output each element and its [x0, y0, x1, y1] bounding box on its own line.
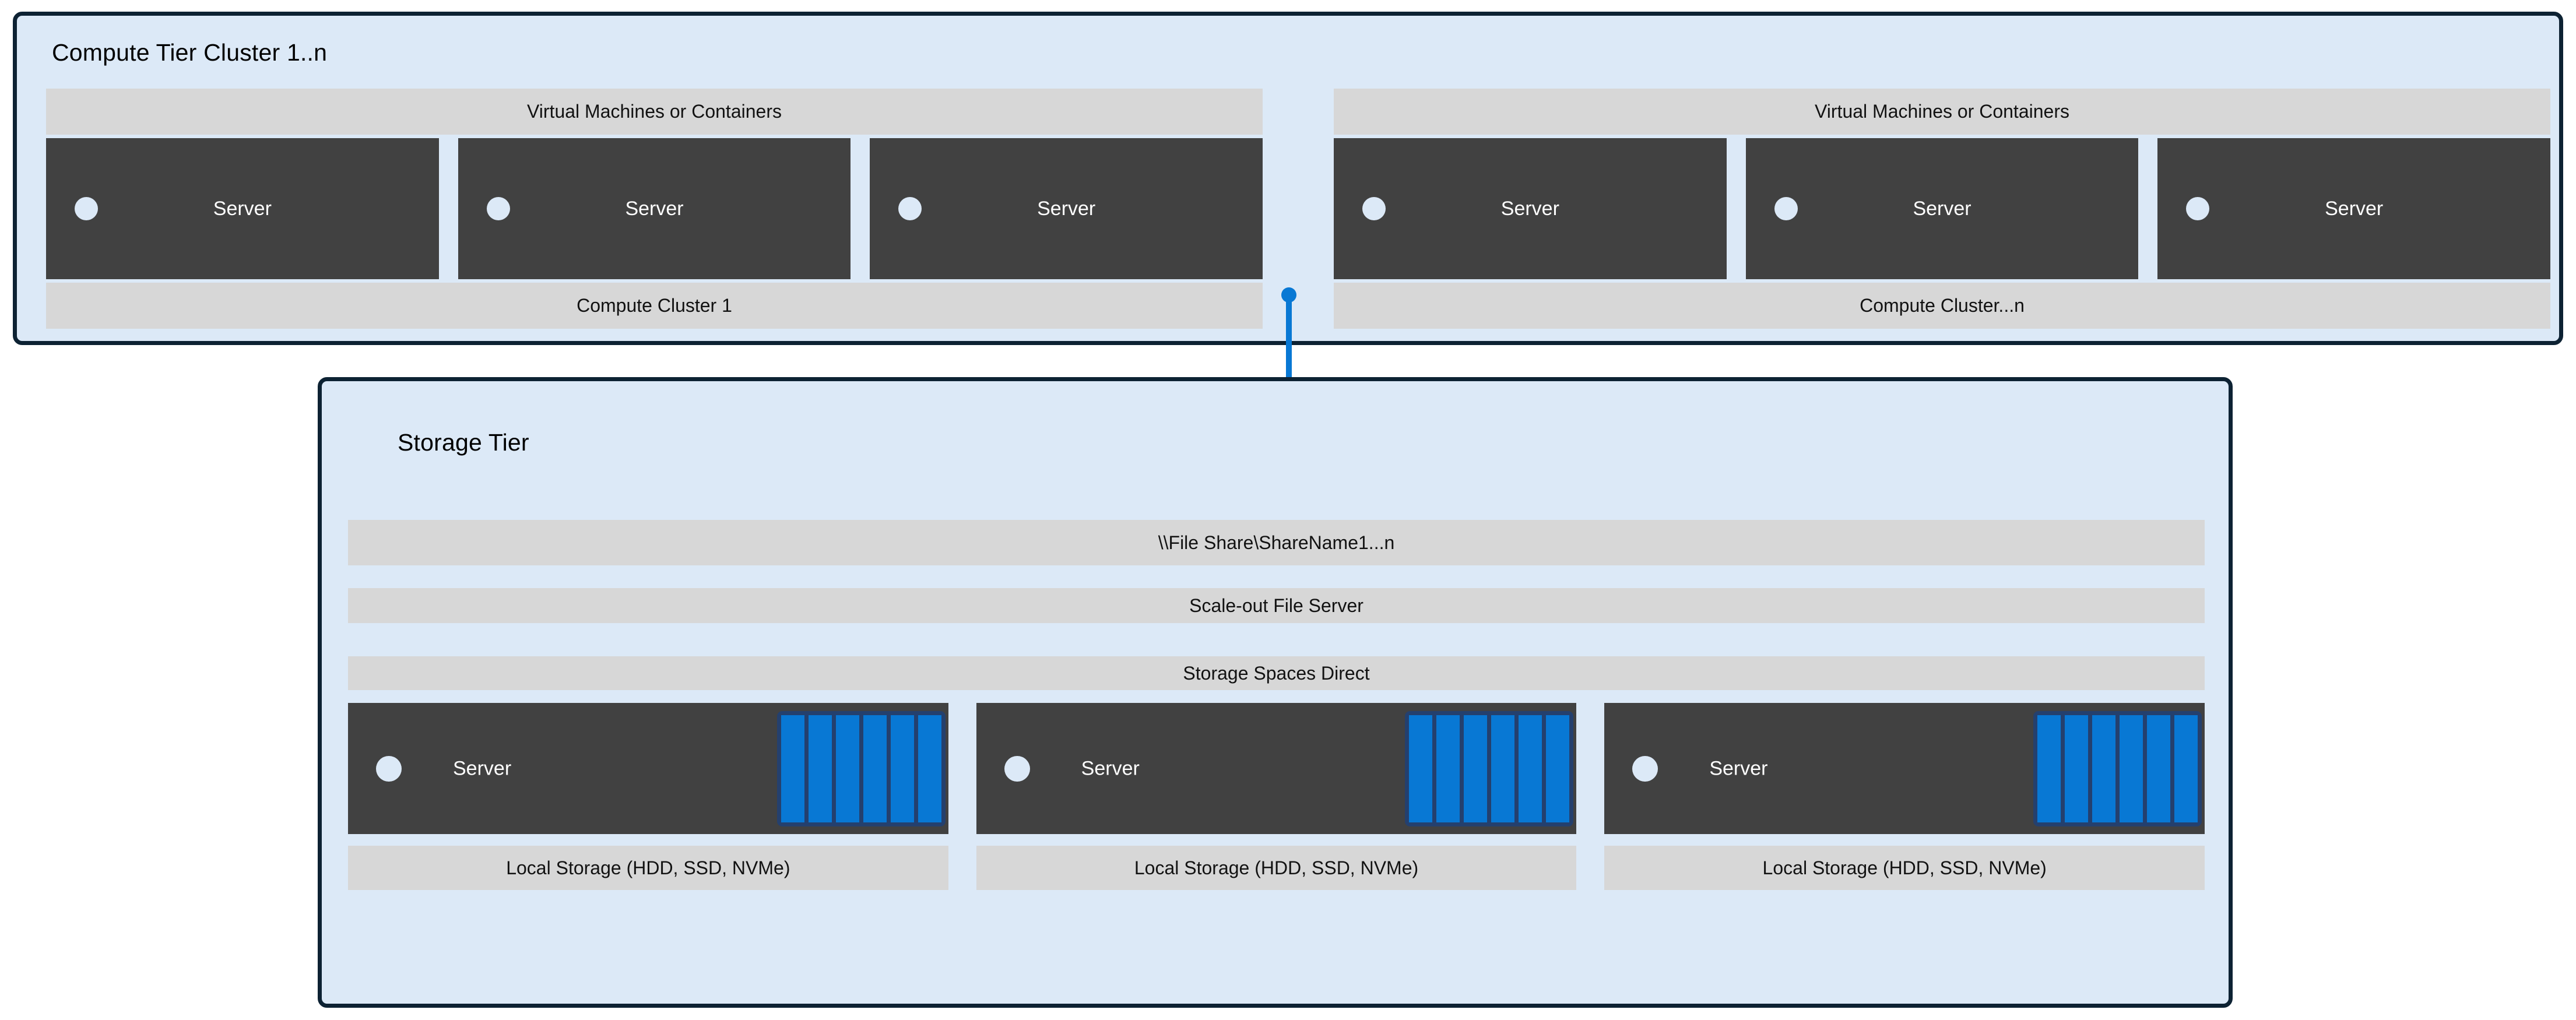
cluster-n-server-2[interactable]: Server [1745, 138, 2139, 279]
disk-icon [863, 715, 887, 822]
cluster-n-server-row: Server Server Server [1334, 138, 2551, 279]
status-led-icon [898, 197, 922, 220]
storage-node-1-label: Server [453, 757, 512, 779]
file-share-label: \\File Share\ShareName1...n [1158, 532, 1395, 553]
storage-node-3-body: Server [1604, 703, 2205, 834]
status-led-icon [1632, 755, 1658, 782]
disk-icon [808, 715, 832, 822]
disk-icon [1436, 715, 1460, 822]
disk-icon [1464, 715, 1488, 822]
storage-node-2-footer: Local Storage (HDD, SSD, NVMe) [976, 846, 1577, 890]
cluster-n-footer-band: Compute Cluster...n [1334, 283, 2550, 329]
status-led-icon [486, 197, 510, 220]
cluster-n-server-3-label: Server [2325, 197, 2384, 220]
status-led-icon [376, 755, 402, 782]
storage-node-1-footer: Local Storage (HDD, SSD, NVMe) [348, 846, 948, 890]
storage-node-3-footer-label: Local Storage (HDD, SSD, NVMe) [1762, 857, 2047, 878]
storage-node-1-body: Server [348, 703, 948, 834]
cluster-n-header-label: Virtual Machines or Containers [1815, 101, 2069, 122]
disk-icon [918, 715, 941, 822]
disk-icon [2174, 715, 2198, 822]
cluster-1-server-3-label: Server [1037, 197, 1096, 220]
storage-node-1[interactable]: Server Local Storage (HDD, SSD, NVMe) [348, 703, 948, 980]
disk-icon [890, 715, 914, 822]
storage-node-3-footer: Local Storage (HDD, SSD, NVMe) [1604, 846, 2205, 890]
compute-cluster-n: Virtual Machines or Containers Server Se… [1334, 89, 2551, 329]
cluster-1-server-3[interactable]: Server [870, 138, 1263, 279]
compute-tier-title: Compute Tier Cluster 1..n [52, 39, 328, 66]
cluster-n-footer-label: Compute Cluster...n [1860, 295, 2025, 316]
disk-icon [2120, 715, 2143, 822]
disk-icon [1546, 715, 1570, 822]
disk-icon [2147, 715, 2171, 822]
cluster-n-server-1[interactable]: Server [1334, 138, 1727, 279]
cluster-1-header-label: Virtual Machines or Containers [527, 101, 782, 122]
cluster-1-server-2-label: Server [625, 197, 684, 220]
storage-node-3[interactable]: Server Local Storage (HDD, SSD, NVMe) [1604, 703, 2205, 980]
compute-tier-panel: Compute Tier Cluster 1..n Virtual Machin… [13, 12, 2563, 345]
cluster-1-server-1-label: Server [213, 197, 272, 220]
storage-node-row: Server Local Storage (HDD, SSD, NVMe) Se… [348, 703, 2205, 980]
storage-node-2-label: Server [1081, 757, 1140, 779]
storage-tier-title: Storage Tier [398, 429, 529, 456]
cluster-n-server-1-label: Server [1500, 197, 1559, 220]
cluster-1-server-1[interactable]: Server [46, 138, 439, 279]
status-led-icon [1362, 197, 1386, 220]
storage-node-1-footer-label: Local Storage (HDD, SSD, NVMe) [506, 857, 790, 878]
scale-out-file-server-label: Scale-out File Server [1189, 595, 1363, 616]
storage-node-2-disk-array [1405, 711, 1574, 826]
storage-node-2-footer-label: Local Storage (HDD, SSD, NVMe) [1134, 857, 1419, 878]
disk-icon [835, 715, 859, 822]
cluster-n-header-band: Virtual Machines or Containers [1334, 89, 2550, 135]
disk-icon [2037, 715, 2061, 822]
status-led-icon [1774, 197, 1798, 220]
disk-icon [781, 715, 804, 822]
storage-spaces-direct-label: Storage Spaces Direct [1183, 662, 1370, 684]
disk-icon [1491, 715, 1515, 822]
cluster-1-footer-label: Compute Cluster 1 [577, 295, 732, 316]
storage-node-2[interactable]: Server Local Storage (HDD, SSD, NVMe) [976, 703, 1577, 980]
disk-icon [1409, 715, 1433, 822]
connector-line [1286, 294, 1292, 409]
storage-node-1-disk-array [776, 711, 946, 826]
cluster-1-server-2[interactable]: Server [458, 138, 851, 279]
storage-node-3-label: Server [1709, 757, 1768, 779]
disk-icon [2092, 715, 2116, 822]
cluster-1-server-row: Server Server Server [46, 138, 1263, 279]
compute-cluster-1: Virtual Machines or Containers Server Se… [46, 89, 1263, 329]
cluster-n-server-2-label: Server [1913, 197, 1971, 220]
status-led-icon [1004, 755, 1030, 782]
storage-node-3-disk-array [2033, 711, 2202, 826]
storage-spaces-direct-band: Storage Spaces Direct [348, 656, 2205, 690]
cluster-1-header-band: Virtual Machines or Containers [46, 89, 1263, 135]
status-led-icon [75, 197, 98, 220]
storage-node-2-body: Server [976, 703, 1577, 834]
storage-tier-panel: Storage Tier \\File Share\ShareName1...n… [318, 377, 2233, 1008]
disk-icon [2065, 715, 2089, 822]
cluster-n-server-3[interactable]: Server [2157, 138, 2551, 279]
disk-icon [1519, 715, 1542, 822]
file-share-band: \\File Share\ShareName1...n [348, 520, 2205, 565]
status-led-icon [2186, 197, 2210, 220]
scale-out-file-server-band: Scale-out File Server [348, 588, 2205, 623]
cluster-1-footer-band: Compute Cluster 1 [46, 283, 1263, 329]
